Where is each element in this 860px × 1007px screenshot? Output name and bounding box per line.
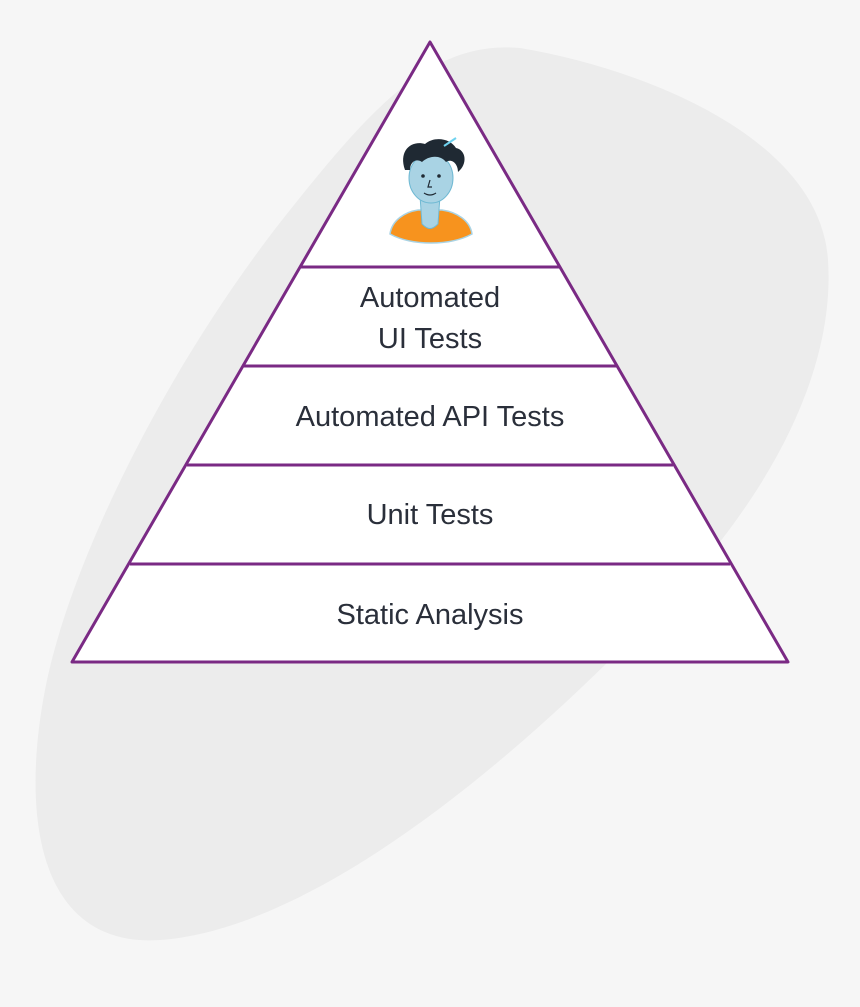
pyramid-outline <box>70 40 790 664</box>
person-icon <box>389 137 473 244</box>
tier-label-static: Static Analysis <box>337 599 524 631</box>
tier-label-unit: Unit Tests <box>367 499 494 531</box>
tier-label-ui-line1: Automated <box>360 282 500 314</box>
tier-label-api: Automated API Tests <box>296 401 565 433</box>
tier-label-ui-line2: UI Tests <box>378 323 482 355</box>
